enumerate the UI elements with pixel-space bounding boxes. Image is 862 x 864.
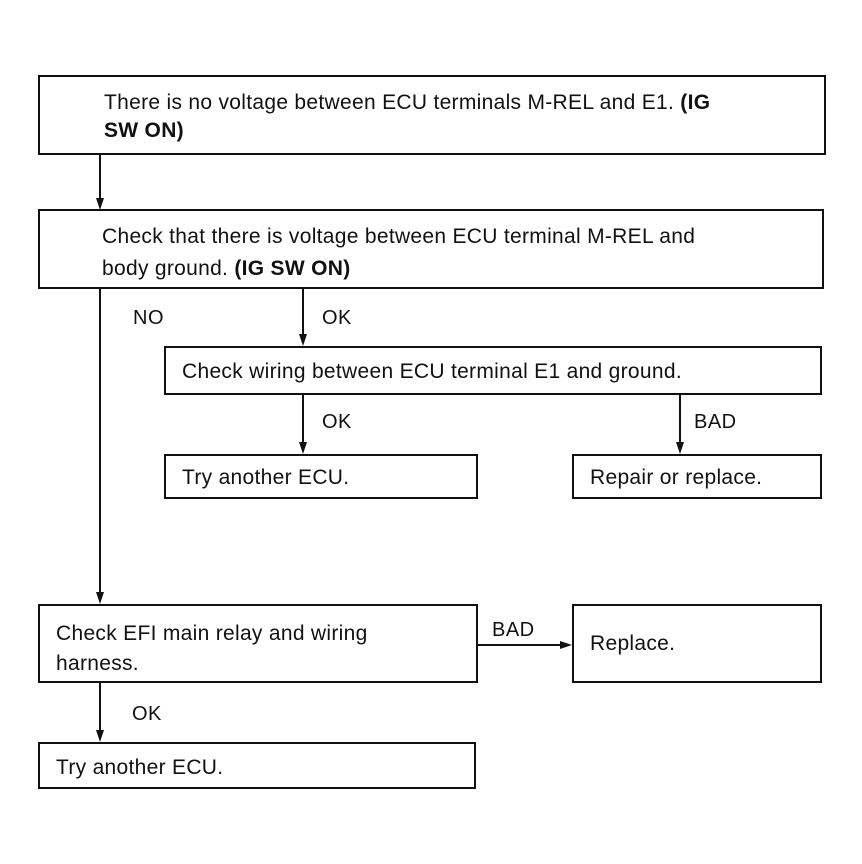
step-box-try-another-ecu: Try another ECU. <box>164 454 478 499</box>
label-ok-step2: OK <box>322 307 352 329</box>
step2-text: Check that there is voltage between ECU … <box>102 225 696 248</box>
arrowhead-icon <box>96 198 104 210</box>
step2-bold: (IG SW ON) <box>234 257 351 280</box>
arrowhead-icon <box>96 592 104 604</box>
step1-text: There is no voltage between ECU terminal… <box>104 91 675 114</box>
step2-text-cont: body ground. <box>102 257 229 280</box>
step3-text: Check wiring between ECU terminal E1 and… <box>182 360 682 383</box>
label-bad-step3: BAD <box>694 411 737 433</box>
step6-text: Replace. <box>590 632 676 655</box>
step-box-check-efi-relay: Check EFI main relay and wiring harness. <box>38 604 478 683</box>
step-box-try-another-ecu-final: Try another ECU. <box>38 742 476 789</box>
step5-text-cont: harness. <box>56 652 139 675</box>
arrowhead-icon <box>560 641 572 649</box>
arrowhead-icon <box>96 730 104 742</box>
arrowhead-icon <box>676 442 684 454</box>
step-box-no-voltage: There is no voltage between ECU terminal… <box>38 75 826 155</box>
arrowhead-icon <box>299 334 307 346</box>
label-ok-step3: OK <box>322 411 352 433</box>
step-box-replace: Replace. <box>572 604 822 683</box>
label-ok-step5: OK <box>132 703 162 725</box>
step4a-text: Try another ECU. <box>182 466 350 489</box>
label-bad-step5: BAD <box>492 619 535 641</box>
step1-bold-cont: SW ON) <box>104 119 184 142</box>
step7-text: Try another ECU. <box>56 756 224 779</box>
step1-bold: (IG <box>680 91 711 114</box>
step-box-check-voltage: Check that there is voltage between ECU … <box>38 209 824 289</box>
step5-text: Check EFI main relay and wiring <box>56 622 368 645</box>
arrowhead-icon <box>299 442 307 454</box>
step-box-check-wiring-e1: Check wiring between ECU terminal E1 and… <box>164 346 822 395</box>
step-box-repair-or-replace: Repair or replace. <box>572 454 822 499</box>
label-no: NO <box>133 307 164 329</box>
step4b-text: Repair or replace. <box>590 466 763 489</box>
